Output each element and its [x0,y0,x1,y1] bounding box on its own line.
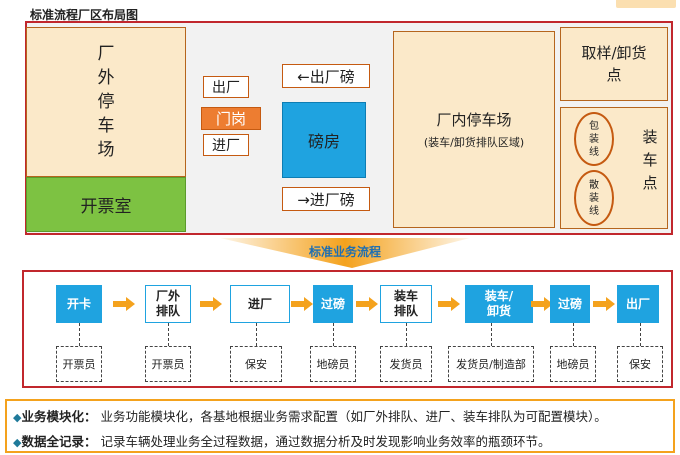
loading-point-label: 装 车 点 [638,126,662,195]
flow-arrow-icon [291,297,313,311]
scale-in-label: →进厂磅 [282,187,370,211]
role-connector [640,323,641,346]
scale-out-label: ←出厂磅 [282,64,370,88]
bulk-line-char: 线 [589,205,599,217]
process-funnel-arrow: 标准业务流程 [220,238,470,268]
funnel-shape [220,238,470,268]
process-step-label: 卸货 [486,304,511,318]
flow-arrow-icon [113,297,135,311]
outer-parking-char: 外 [97,68,115,88]
process-step-label: 出厂 [625,296,650,311]
role-box: 发货员/制造部 [448,346,534,382]
process-step-label: 开卡 [66,296,91,311]
diamond-bullet-icon: ◆ [13,411,22,424]
process-step-label: 排队 [155,304,180,318]
process-step-label: 厂外 [155,289,180,303]
gatehouse: 门岗 [201,107,261,130]
inner-parking-label: 厂内停车场 [436,111,512,129]
bag-line-char: 包 [589,120,599,132]
flow-arrow-icon [593,297,615,311]
process-title: 标准业务流程 [308,244,381,259]
note-item: ◆数据全记录： 记录车辆处理业务全过程数据，通过数据分析及时发现影响业务效率的瓶… [13,430,673,455]
outer-parking-char: 场 [97,140,115,160]
bulk-line: 散 装 线 [574,170,614,226]
ticket-room: 开票室 [26,177,186,232]
sampling-label-line: 点 [606,66,622,84]
process-step-label: 装车 [393,289,418,303]
bulk-line-char: 装 [589,192,599,204]
process-step-label: 进厂 [247,296,272,311]
process-step-label: 装车/ [484,289,514,303]
note-item: ◆业务模块化： 业务功能模块化，各基地根据业务需求配置（如厂外排队、进厂、装车排… [13,405,673,430]
outer-parking-char: 停 [97,92,115,112]
note-text: 记录车辆处理业务全过程数据，通过数据分析及时发现影响业务效率的瓶颈环节。 [100,434,551,449]
process-step: 过磅 [550,285,590,323]
process-step-label: 过磅 [320,296,345,311]
outer-parking-char: 车 [97,116,115,136]
process-step: 装车/卸货 [465,285,533,323]
bag-line-char: 装 [589,133,599,145]
process-step: 厂外排队 [145,285,191,323]
bulk-line-char: 散 [589,179,599,191]
loading-point-char: 车 [642,151,658,169]
sampling-unloading-point: 取样/卸货 点 [560,27,668,101]
role-connector [256,323,257,346]
note-heading: 数据全记录： [21,434,97,449]
note-text: 业务功能模块化，各基地根据业务需求配置（如厂外排队、进厂、装车排队为可配置模块）… [100,409,607,424]
brand-logo [616,0,676,8]
role-box: 发货员 [380,346,432,382]
notes-panel: ◆业务模块化： 业务功能模块化，各基地根据业务需求配置（如厂外排队、进厂、装车排… [5,399,675,453]
page-title: 标准流程厂区布局图 [30,8,139,22]
flow-arrow-icon [356,297,378,311]
bag-line-char: 线 [589,146,599,158]
note-heading: 业务模块化： [21,409,97,424]
gate-out-label: 出厂 [203,76,249,98]
bag-line: 包 装 线 [574,112,614,166]
role-box: 开票员 [56,346,102,382]
flow-arrow-icon [438,297,460,311]
process-step: 进厂 [230,285,290,323]
role-connector [168,323,169,346]
process-step: 过磅 [313,285,353,323]
role-connector [79,323,80,346]
outer-parking-char: 厂 [97,44,115,64]
role-box: 保安 [230,346,282,382]
role-connector [406,323,407,346]
inner-parking-note: (装车/卸货排队区域) [423,136,525,149]
process-step: 装车排队 [380,285,432,323]
role-box: 保安 [617,346,663,382]
process-step-label: 过磅 [557,296,582,311]
flow-arrow-icon [531,297,553,311]
outer-parking-area: 厂 外 停 车 场 [26,27,186,177]
role-box: 地磅员 [550,346,596,382]
role-connector [491,323,492,346]
gate-in-label: 进厂 [203,134,249,156]
role-connector [333,323,334,346]
inner-parking-area: 厂内停车场 (装车/卸货排队区域) [393,31,555,228]
role-box: 地磅员 [310,346,356,382]
loading-point-char: 点 [642,174,658,192]
process-step: 开卡 [56,285,102,323]
role-box: 开票员 [145,346,191,382]
process-step: 出厂 [617,285,659,323]
flow-arrow-icon [200,297,222,311]
scale-house: 磅房 [282,102,366,178]
process-step-label: 排队 [393,304,418,318]
role-connector [573,323,574,346]
diamond-bullet-icon: ◆ [13,436,22,449]
sampling-label-line: 取样/卸货 [581,44,647,62]
loading-point-char: 装 [642,128,658,146]
